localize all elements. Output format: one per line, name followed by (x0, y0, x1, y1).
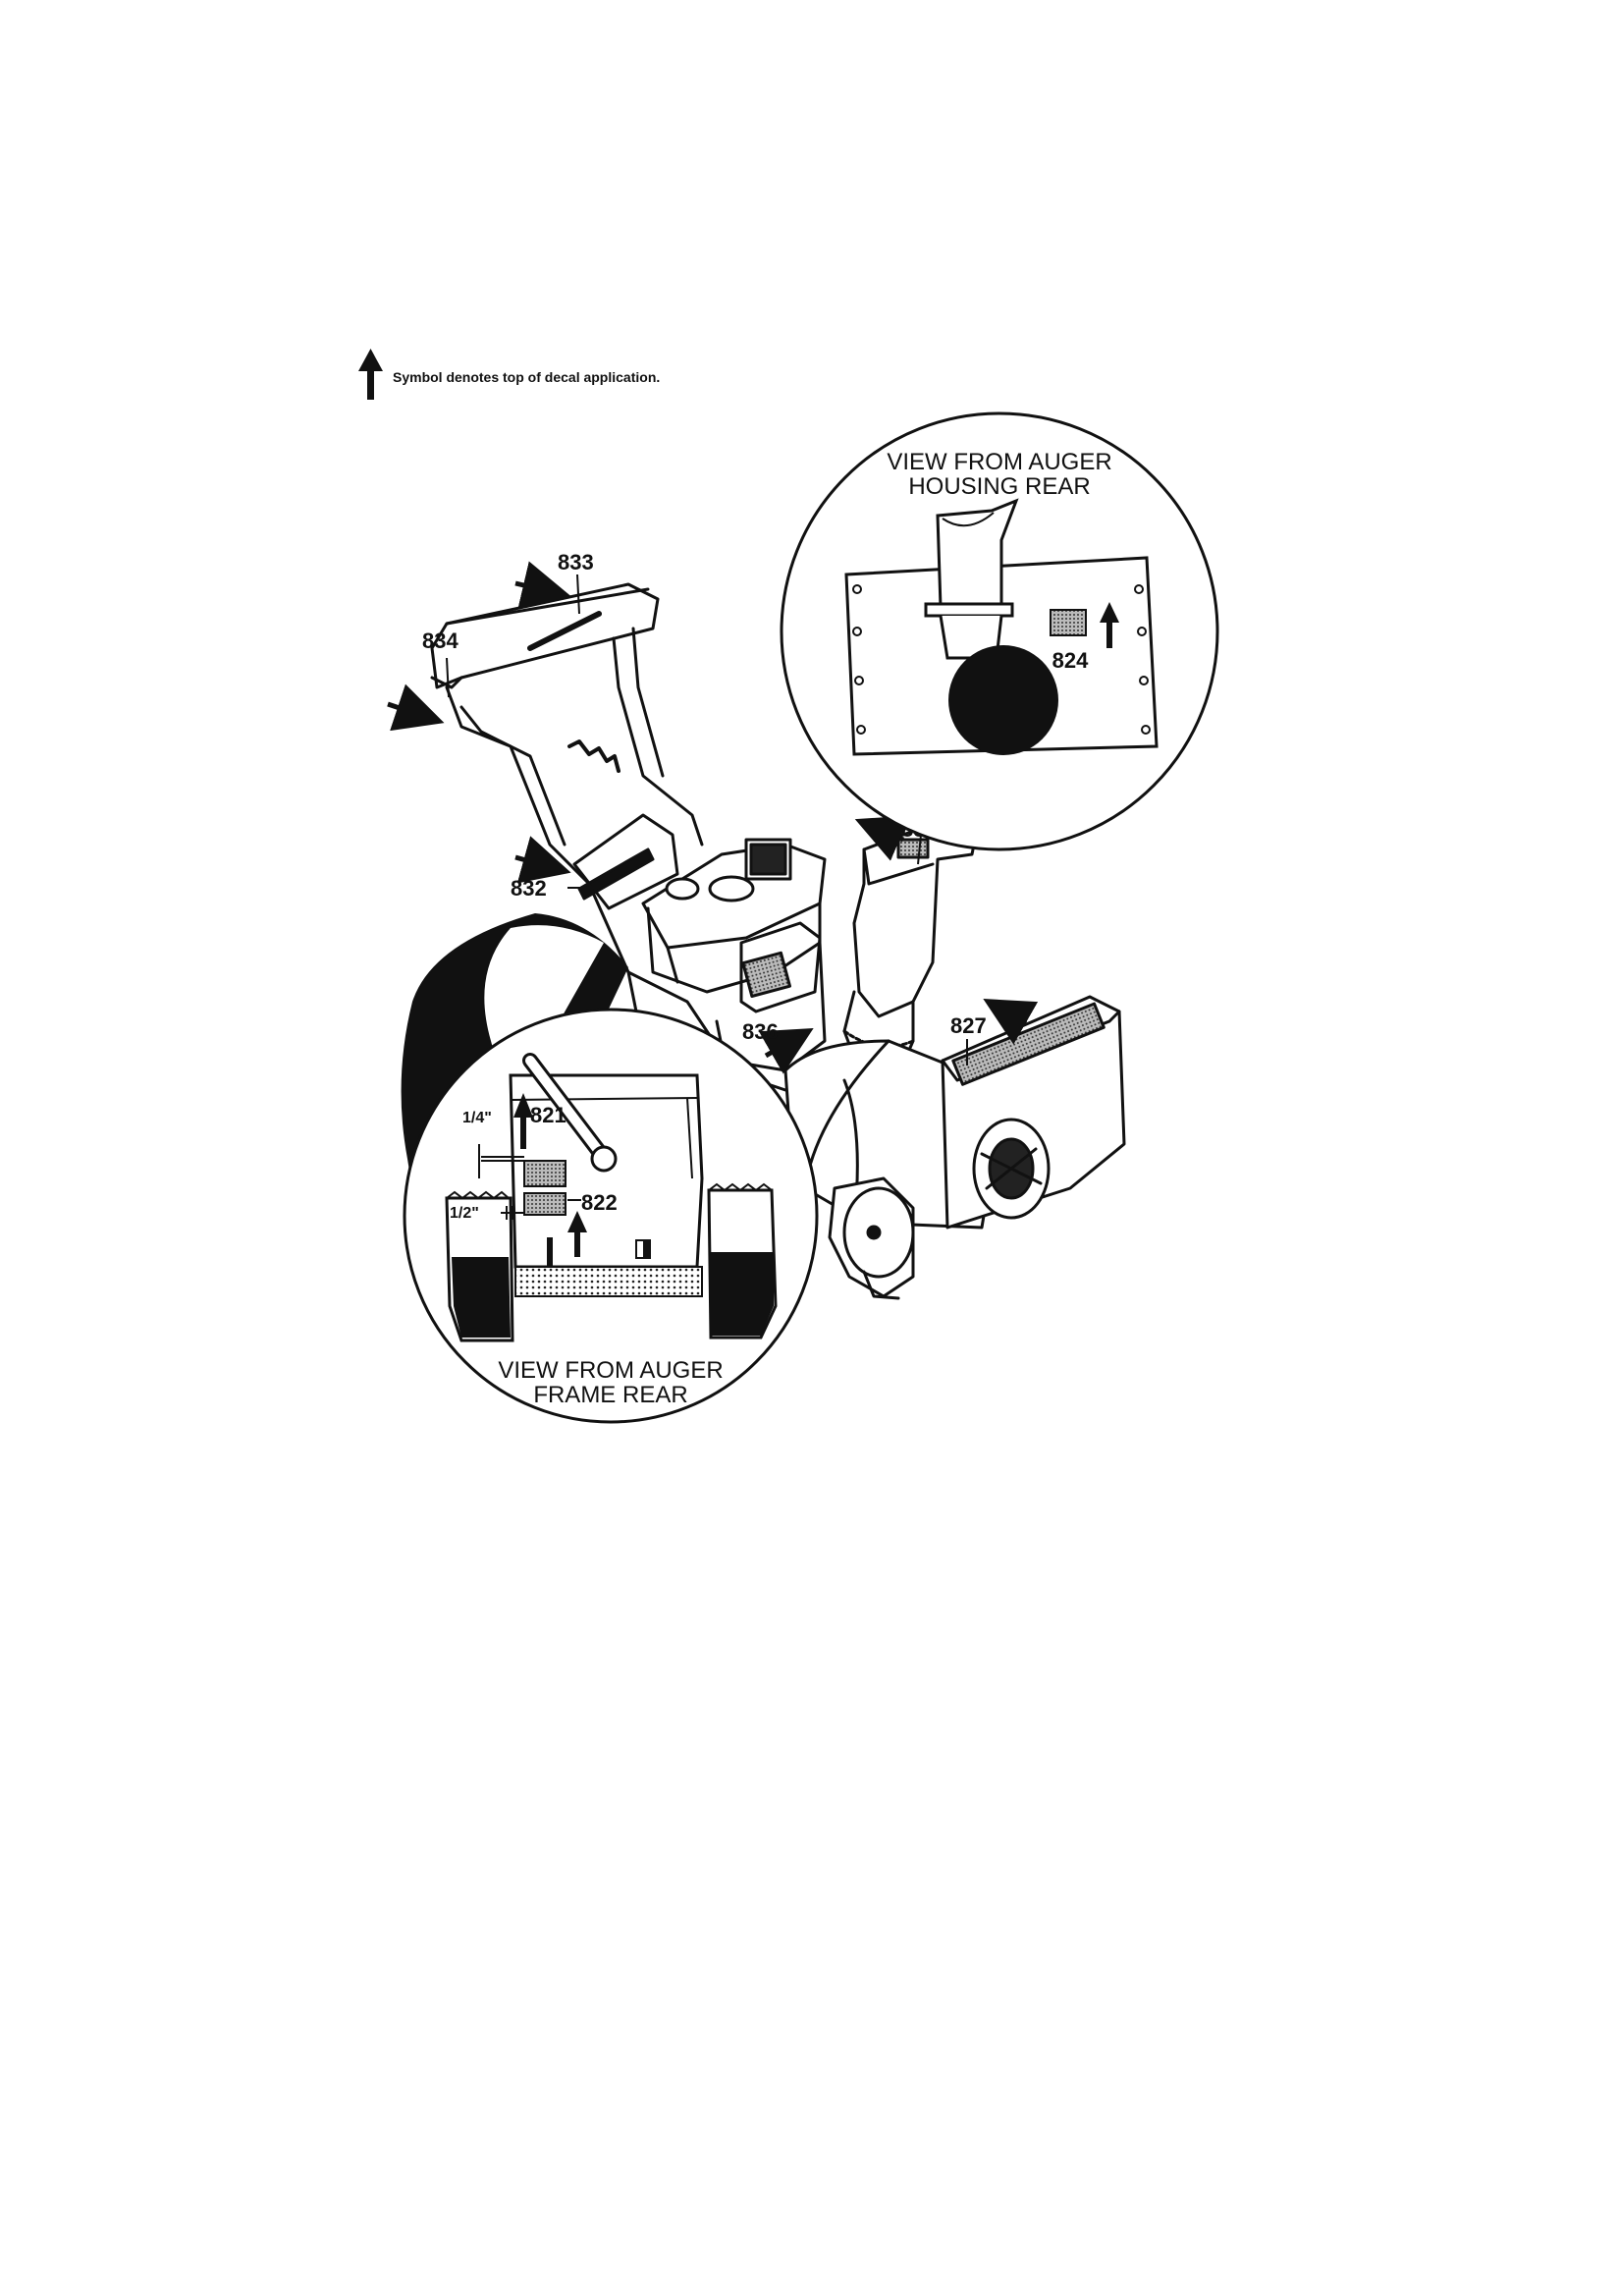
up-arrow-icon (1106, 617, 1112, 648)
callout-827: 827 (950, 1013, 987, 1038)
legend: Symbol denotes top of decal application. (358, 349, 660, 400)
dim-half-inch: 1/2" (450, 1205, 479, 1222)
inset-frame-rear: 1/4" 1/2" 821 822 VIEW FROM AUGER FRAME … (401, 913, 819, 1424)
callout-824: 824 (1052, 648, 1089, 673)
inset-housing-rear: VIEW FROM AUGER HOUSING REAR 824 (780, 411, 1219, 851)
callout-822: 822 (581, 1190, 618, 1215)
arrow-830 (854, 815, 910, 861)
dim-quarter-inch: 1/4" (462, 1110, 492, 1126)
up-arrow-icon (567, 1211, 587, 1257)
auger-opening (948, 645, 1058, 755)
snow-thrower-drawing (430, 582, 1126, 1300)
arrow-836 (758, 1028, 814, 1074)
arrow-827 (983, 999, 1039, 1045)
dimension-lines (478, 1144, 524, 1220)
leader-lines (446, 574, 968, 1066)
callout-834: 834 (422, 629, 458, 653)
arrow-834 (387, 683, 445, 732)
decal-824 (1050, 609, 1087, 636)
arrow-832 (514, 836, 571, 884)
callout-821: 821 (530, 1103, 566, 1127)
inset-frame-title-2: FRAME REAR (533, 1382, 687, 1408)
callout-836: 836 (742, 1019, 779, 1044)
callout-832: 832 (511, 876, 547, 901)
decal-821 (523, 1160, 566, 1187)
callout-arrows (387, 561, 1039, 1074)
inset-housing-title-2: HOUSING REAR (908, 473, 1090, 500)
legend-text: Symbol denotes top of decal application. (393, 369, 660, 385)
callout-833: 833 (558, 550, 594, 574)
decal-822 (523, 1192, 566, 1216)
up-arrow-icon (513, 1093, 533, 1149)
arrow-833 (514, 561, 571, 610)
up-arrow-icon (358, 349, 383, 400)
inset-frame-title-1: VIEW FROM AUGER (498, 1357, 723, 1384)
inset-housing-title-1: VIEW FROM AUGER (887, 449, 1111, 475)
